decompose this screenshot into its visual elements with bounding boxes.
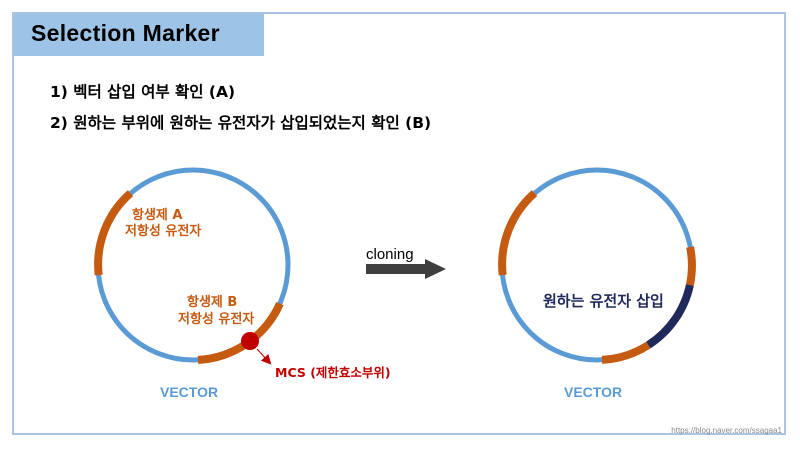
slide-frame bbox=[12, 12, 786, 435]
cloning-label: cloning bbox=[366, 246, 414, 263]
resistance-gene-b-label-line1: 항생제 B bbox=[187, 294, 237, 310]
right-vector: 원하는 유전자 삽입 VECTOR bbox=[498, 167, 696, 400]
resistance-gene-a-arc bbox=[94, 190, 134, 276]
mcs-label: MCS (제한효소부위) bbox=[275, 365, 391, 380]
title-banner bbox=[14, 14, 264, 56]
mcs-pointer-arrow bbox=[256, 348, 272, 365]
left-vector: 항생제 A 저항성 유전자 항생제 B 저항성 유전자 MCS (제한효소부위)… bbox=[94, 167, 391, 400]
right-resistance-gene-b-arc-upper bbox=[685, 246, 696, 286]
watermark-url: https://blog.naver.com/ssagaa1 bbox=[671, 426, 782, 435]
slide-title: Selection Marker bbox=[31, 20, 220, 46]
bullet-item-1: 1) 벡터 삽입 여부 확인 (A) bbox=[50, 83, 236, 101]
resistance-gene-a-label-line2: 저항성 유전자 bbox=[125, 223, 201, 239]
resistance-gene-b-label-line2: 저항성 유전자 bbox=[178, 311, 254, 327]
arrow-shaft bbox=[366, 264, 426, 274]
inserted-gene-arc bbox=[646, 284, 694, 349]
bullet-item-2: 2) 원하는 부위에 원하는 유전자가 삽입되었는지 확인 (B) bbox=[50, 114, 432, 132]
cloning-arrow: cloning bbox=[366, 246, 446, 279]
resistance-gene-a-label-line1: 항생제 A bbox=[132, 207, 182, 223]
right-vector-name: VECTOR bbox=[564, 384, 622, 400]
insert-label: 원하는 유전자 삽입 bbox=[543, 292, 664, 310]
right-resistance-gene-a-arc bbox=[498, 190, 538, 276]
left-vector-name: VECTOR bbox=[160, 384, 218, 400]
mcs-dot bbox=[241, 332, 259, 350]
right-resistance-gene-b-arc-lower bbox=[601, 341, 651, 364]
arrow-head bbox=[425, 259, 446, 279]
